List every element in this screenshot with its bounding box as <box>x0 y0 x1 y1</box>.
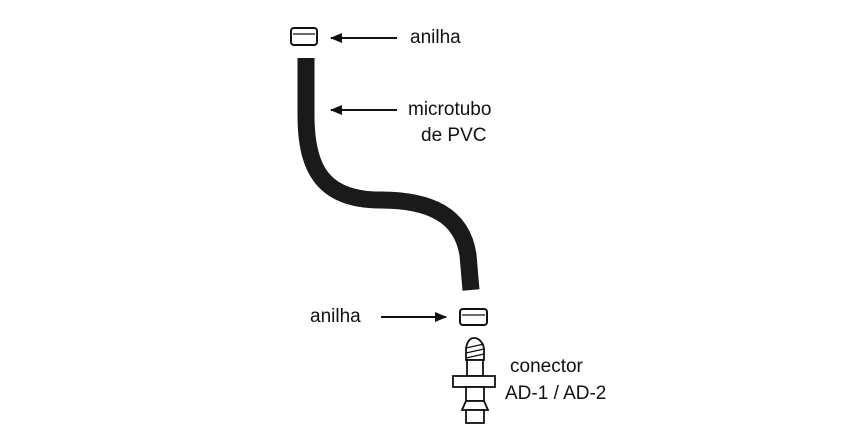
pvc-microtube <box>297 58 480 291</box>
connector-icon <box>452 337 496 424</box>
label-top-ring: anilha <box>410 27 461 48</box>
label-tube-line2: de PVC <box>421 125 487 146</box>
label-connector-line2: AD-1 / AD-2 <box>505 383 607 404</box>
bottom-ring-icon <box>459 308 488 326</box>
top-ring-icon <box>290 27 318 46</box>
label-tube-line1: microtubo <box>408 99 492 120</box>
label-connector-line1: conector <box>510 356 583 377</box>
label-bottom-ring: anilha <box>310 306 361 327</box>
